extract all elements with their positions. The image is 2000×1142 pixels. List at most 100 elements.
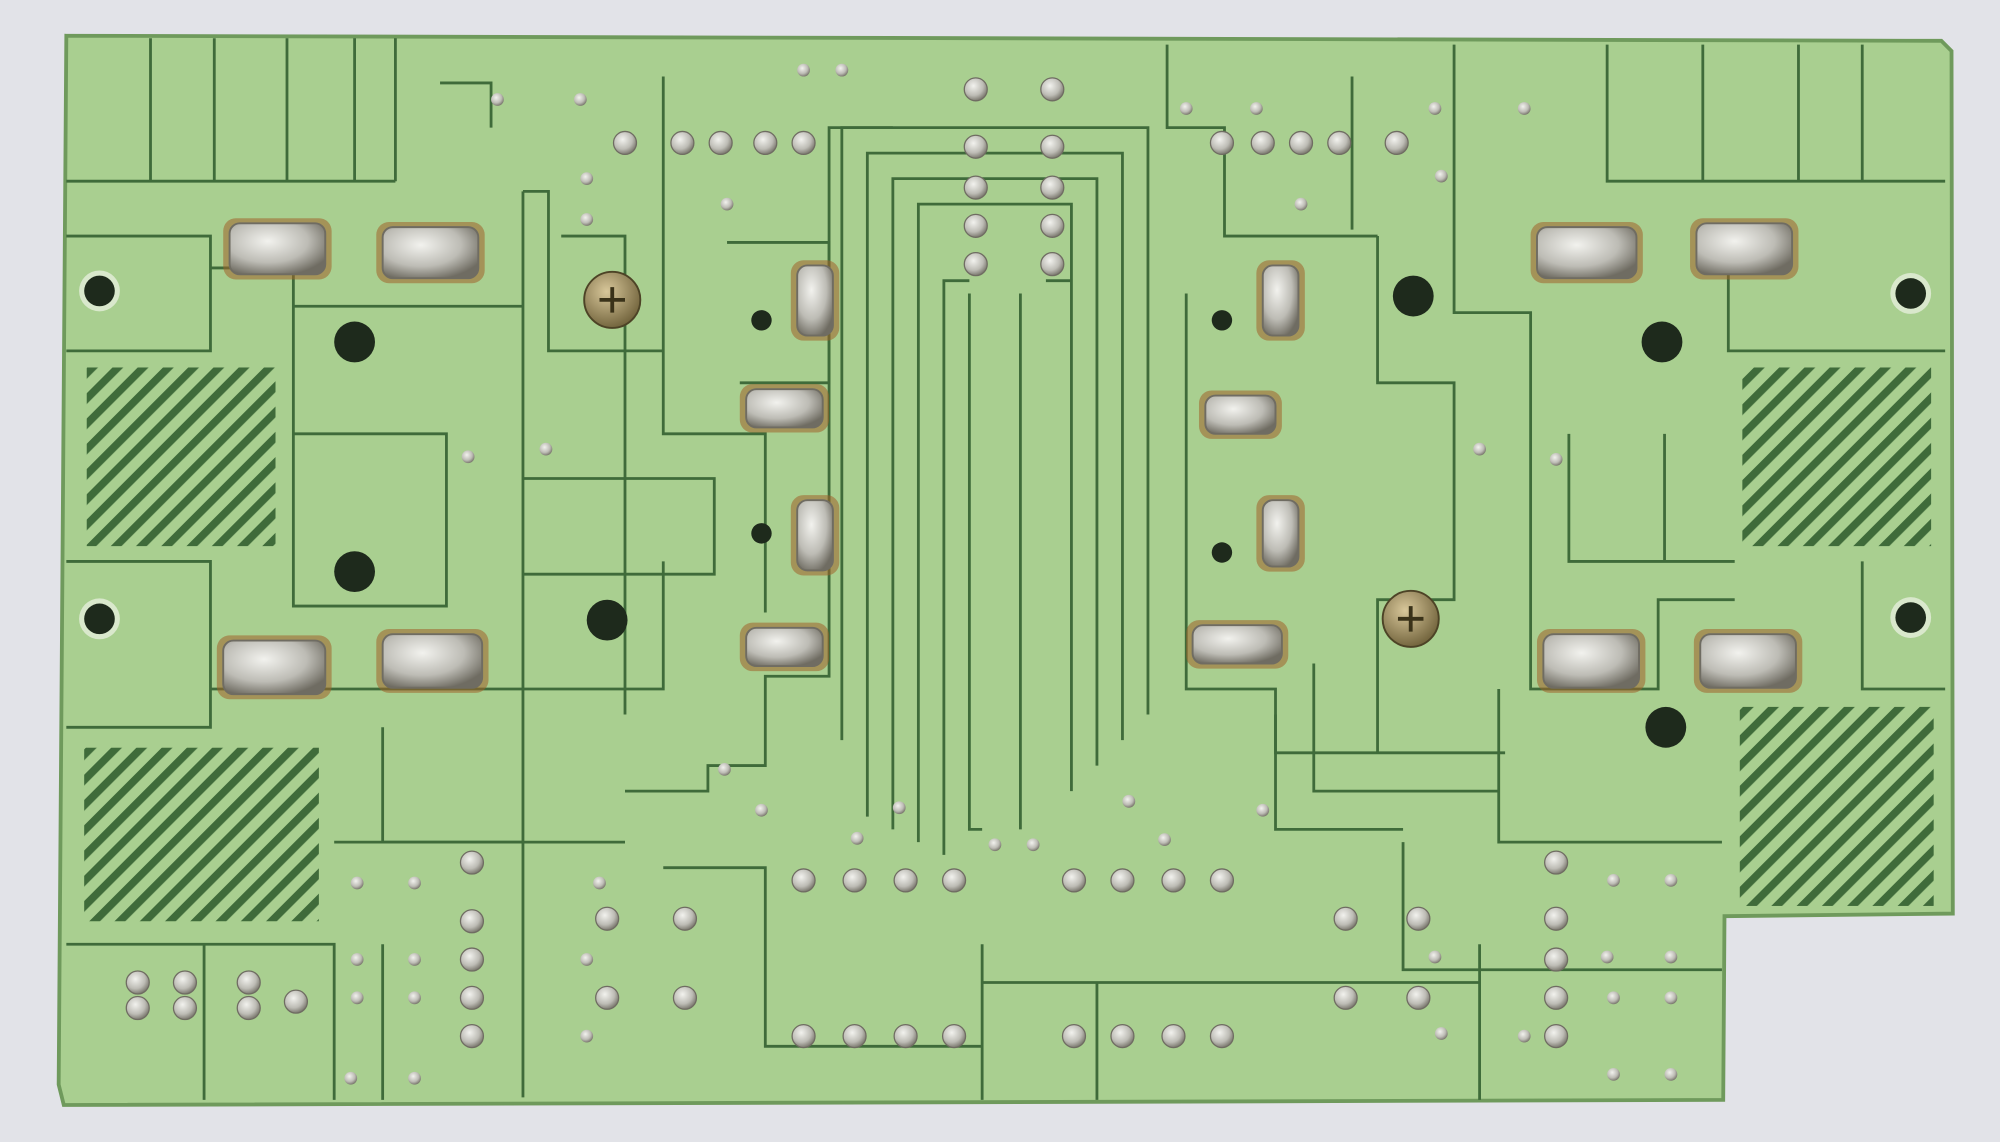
mounting-hole <box>84 275 115 307</box>
trace-gap <box>1274 663 1499 831</box>
component-lead <box>1158 833 1171 846</box>
component-lead <box>1600 950 1614 964</box>
solder-pad <box>745 626 824 668</box>
mounting-hole <box>1895 278 1927 309</box>
component-lead <box>718 763 731 776</box>
solder-joint <box>1544 947 1569 972</box>
solder-joint <box>963 175 988 200</box>
component-lead <box>835 63 849 77</box>
solder-joint <box>1209 130 1235 156</box>
phillips-slot <box>599 287 625 313</box>
solder-joint <box>459 850 485 875</box>
solder-joint <box>963 213 988 238</box>
component-lead <box>408 991 421 1005</box>
solder-joint <box>791 130 816 156</box>
solder-joint <box>1333 906 1358 931</box>
hatch-area <box>1739 706 1934 906</box>
solder-joint <box>1040 175 1065 200</box>
component-lead <box>1294 197 1308 211</box>
solder-joint <box>1061 868 1087 893</box>
solder-joint <box>459 985 485 1010</box>
large-hole <box>334 551 375 593</box>
solder-pads <box>125 63 1803 1085</box>
component-lead <box>1664 991 1678 1005</box>
trace-gap <box>440 81 664 1098</box>
solder-joint <box>459 1023 485 1049</box>
solder-joint <box>1061 1023 1087 1049</box>
solder-joint <box>1384 130 1409 156</box>
component-lead <box>350 953 364 966</box>
solder-joint <box>1209 868 1235 893</box>
solder-joint <box>595 985 620 1010</box>
solder-joint <box>1040 252 1065 277</box>
solder-pad <box>228 222 327 276</box>
component-lead <box>580 213 594 226</box>
small-hole <box>1211 542 1233 563</box>
component-lead <box>491 93 504 106</box>
large-hole <box>586 599 628 641</box>
component-lead <box>350 991 364 1005</box>
solder-pad <box>1542 633 1640 689</box>
component-lead <box>1428 102 1442 115</box>
component-lead <box>1179 102 1193 115</box>
solder-joint <box>283 989 309 1014</box>
component-lead <box>1428 950 1442 964</box>
solder-joint <box>1288 130 1314 156</box>
trace-gap <box>663 866 1480 1100</box>
component-lead <box>461 450 475 464</box>
component-lead <box>1607 1067 1620 1081</box>
solder-joint <box>125 970 150 995</box>
solder-joint <box>459 909 485 934</box>
solder-joint <box>1250 130 1275 156</box>
trace-gap <box>1605 44 1946 183</box>
large-hole <box>334 321 375 363</box>
solder-pad <box>1191 624 1283 665</box>
solder-joint <box>963 134 988 159</box>
trace-gap <box>1350 76 1456 753</box>
solder-joint <box>1544 985 1569 1010</box>
component-lead <box>1256 803 1270 817</box>
hatch-area <box>1742 367 1932 547</box>
solder-joint <box>941 868 967 893</box>
trace-gap <box>625 126 893 793</box>
component-lead <box>1473 442 1486 456</box>
solder-joint <box>1544 906 1569 931</box>
solder-pad <box>1261 264 1300 337</box>
solder-pad <box>1699 633 1797 689</box>
solder-joint <box>1544 1023 1569 1049</box>
solder-joint <box>842 868 867 893</box>
component-lead <box>1434 1027 1448 1040</box>
trace-gap <box>840 126 1150 817</box>
solder-joint <box>963 77 988 102</box>
hatch-area <box>86 367 276 547</box>
solder-joint <box>1406 906 1431 931</box>
solder-joint <box>1406 985 1431 1010</box>
trace-gap <box>1452 44 1735 691</box>
solder-joint <box>893 868 918 893</box>
trace-gap <box>942 279 1072 855</box>
solder-joint <box>459 947 485 972</box>
component-lead <box>580 953 594 966</box>
component-lead <box>850 831 864 845</box>
solder-joint <box>172 970 198 995</box>
mounting-holes <box>79 270 1932 748</box>
solder-pad <box>381 633 484 689</box>
solder-joint <box>893 1023 918 1049</box>
trace-gap <box>66 840 625 1100</box>
solder-joint <box>1040 77 1065 102</box>
component-lead <box>1517 102 1531 115</box>
mounting-hole <box>1895 602 1927 633</box>
solder-joint <box>236 970 261 995</box>
component-lead <box>1549 452 1563 466</box>
solder-joint <box>172 995 198 1021</box>
component-lead <box>539 442 553 456</box>
component-lead <box>988 838 1002 852</box>
solder-joint <box>1110 1023 1135 1049</box>
component-lead <box>408 953 421 966</box>
solder-joint <box>236 995 261 1021</box>
solder-joint <box>941 1023 967 1049</box>
component-lead <box>350 876 364 890</box>
solder-pad <box>796 264 834 337</box>
solder-joint <box>670 130 695 156</box>
